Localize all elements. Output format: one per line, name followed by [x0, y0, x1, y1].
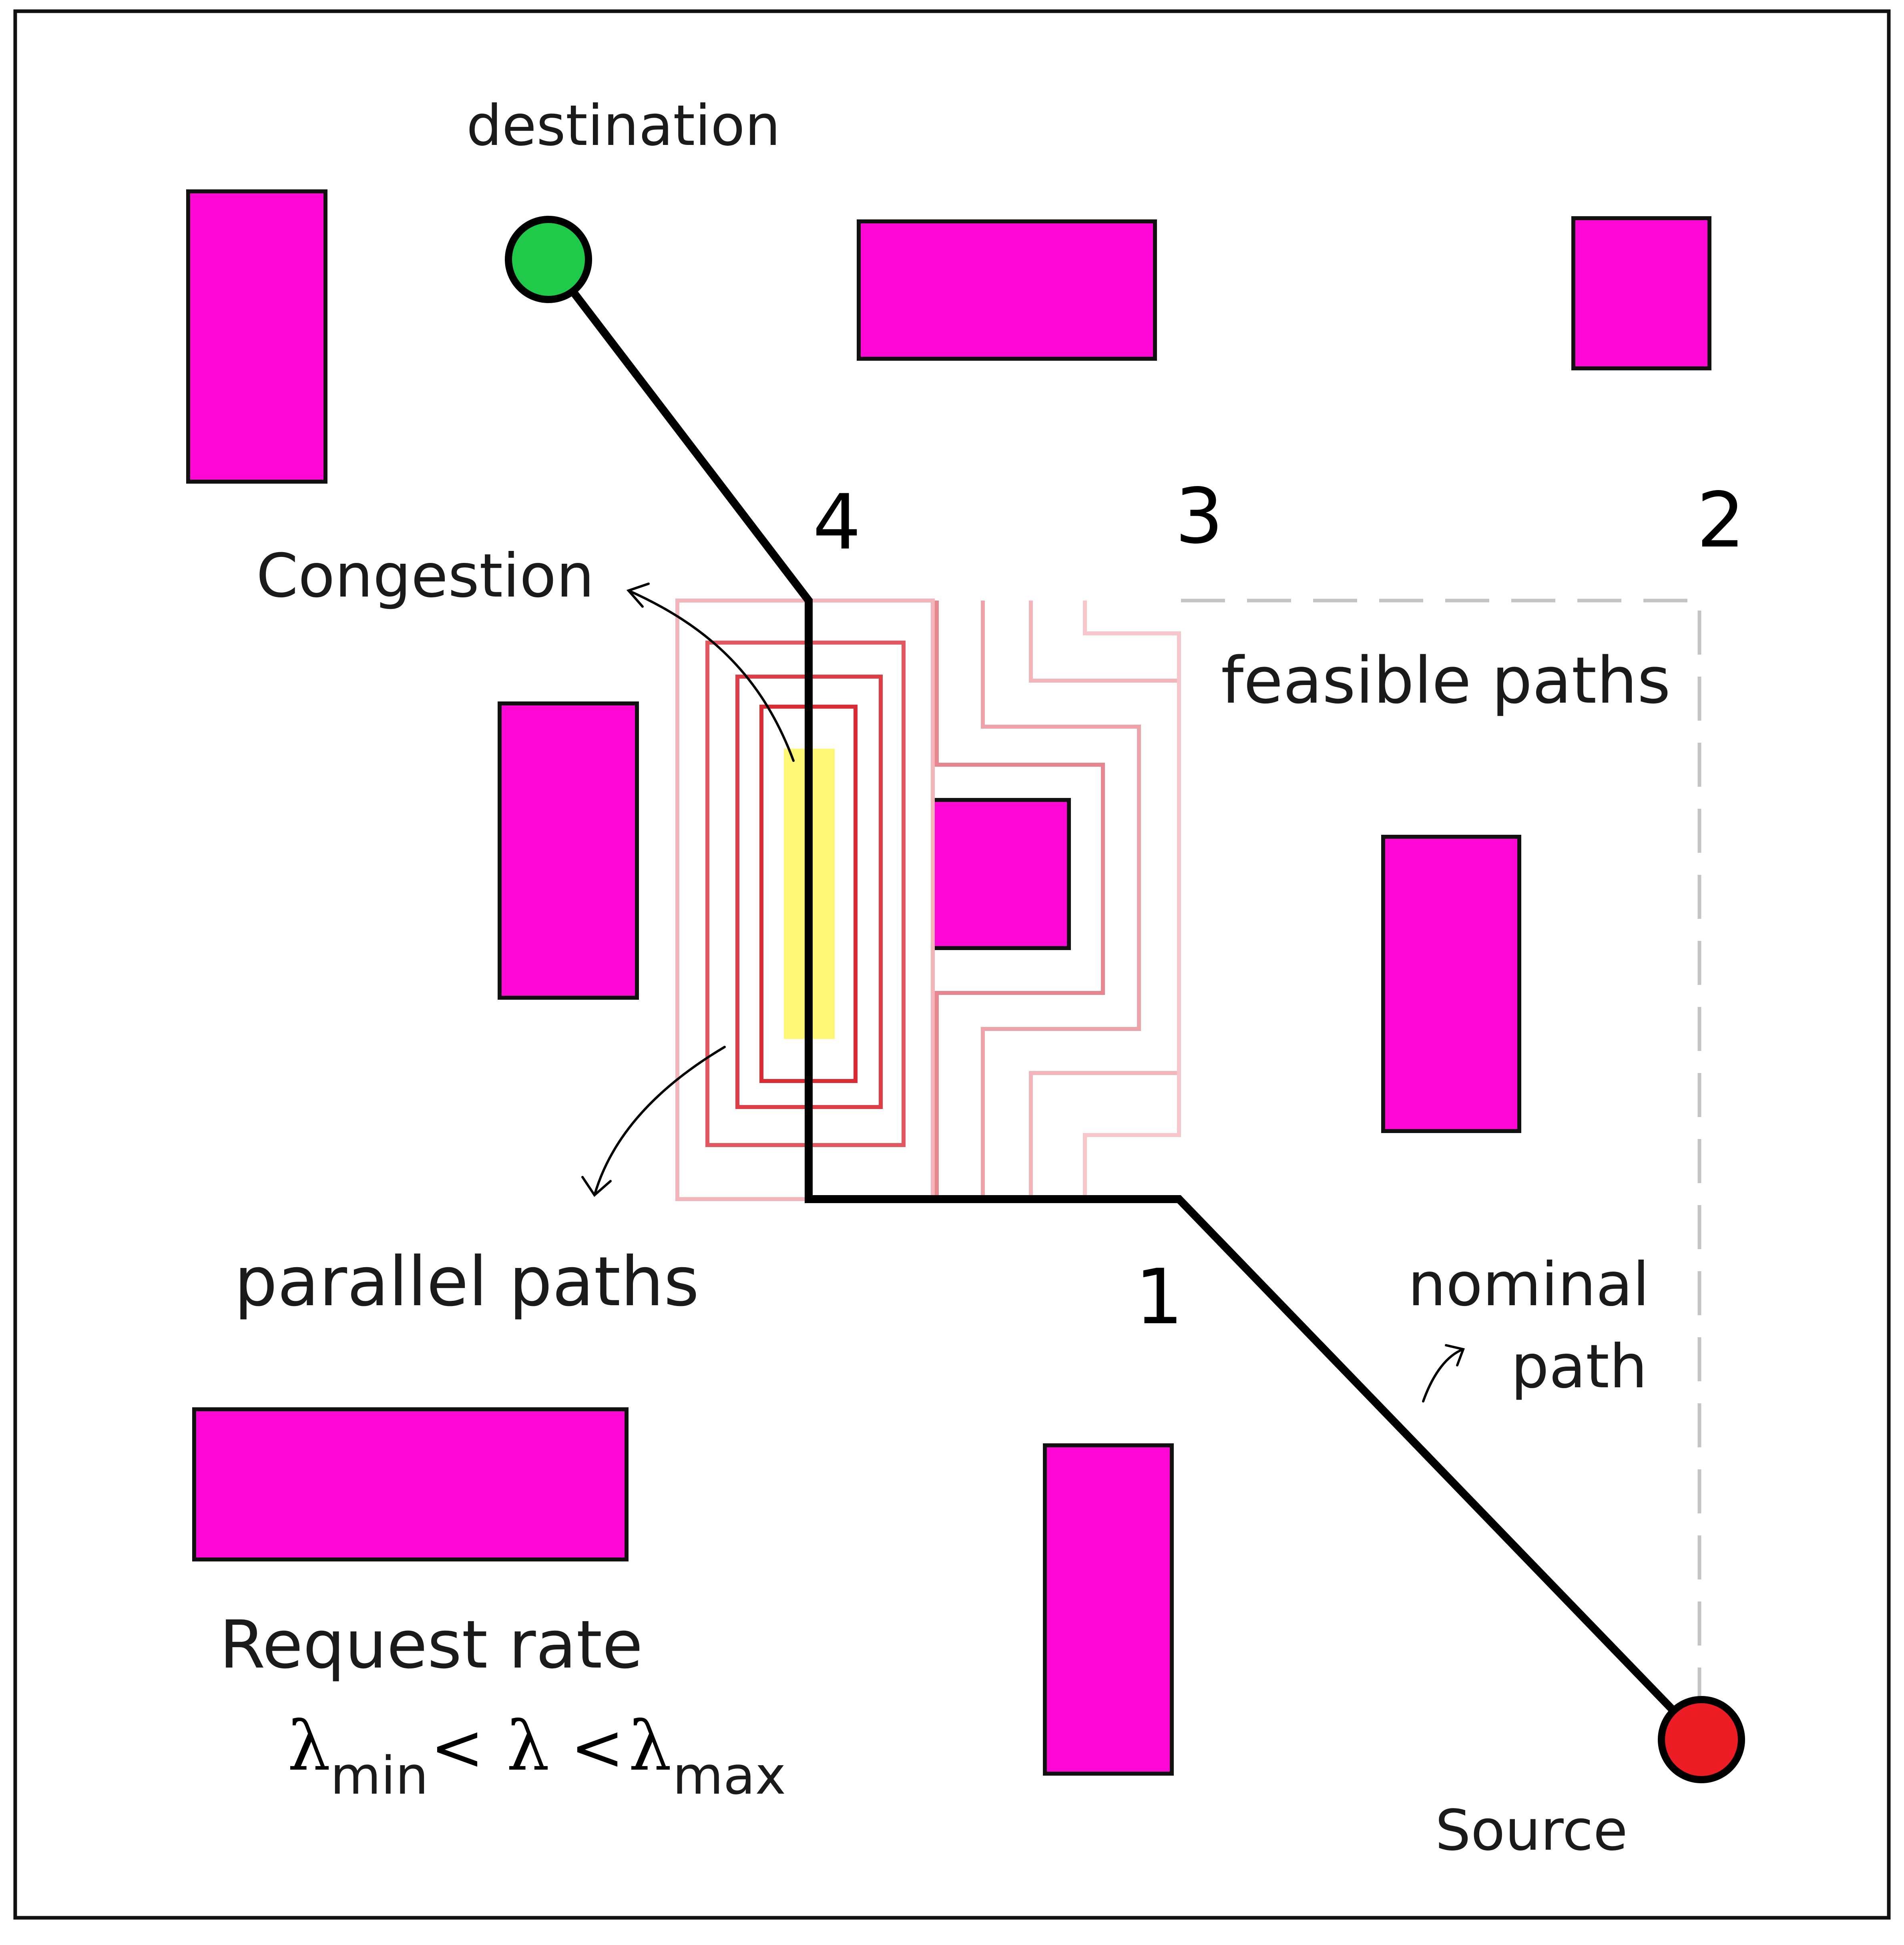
region-number-3: 3 [1175, 472, 1223, 561]
feasible-paths-label: feasible paths [1221, 643, 1671, 718]
obstacle [192, 1407, 629, 1561]
lambda-symbol: λ [506, 1707, 550, 1786]
nominal-path [545, 257, 1705, 1742]
congestion-arrowhead [626, 583, 650, 608]
lambda-min-subscript: min [330, 1745, 428, 1806]
feasible-path [981, 601, 1141, 1197]
region-number-2: 2 [1697, 476, 1745, 565]
nominal-path-arrowhead [1445, 1344, 1465, 1366]
feasible-path [1083, 601, 1181, 1197]
nominal-path-arrow [1422, 1348, 1464, 1402]
congestion-arrow [627, 589, 795, 762]
nominal-label-line2: path [1511, 1332, 1647, 1402]
less-than-2: < [570, 1710, 624, 1785]
parallel-paths-arrowhead [581, 1176, 612, 1197]
lambda-min-symbol: λ [287, 1707, 331, 1786]
congestion-label: Congestion [256, 541, 594, 611]
destination-label: destination [466, 93, 780, 159]
request-rate-label: Request rate [219, 1606, 643, 1683]
obstacle [857, 219, 1157, 361]
region-number-1: 1 [1135, 1253, 1183, 1341]
region-number-4: 4 [813, 478, 861, 567]
parallel-path [675, 599, 809, 1201]
obstacle [186, 189, 327, 484]
feasible-path [935, 601, 1105, 1197]
annotation-arrows [581, 583, 1465, 1402]
source-node [1658, 1696, 1745, 1783]
parallel-paths-arrow [593, 1046, 726, 1196]
parallel-paths-label: parallel paths [234, 1242, 699, 1322]
lambda-max-subscript: max [673, 1745, 786, 1806]
feasible-region-boundary [1181, 599, 1701, 1738]
obstacles [186, 189, 1711, 1776]
obstacle [498, 701, 639, 1000]
source-label: Source [1435, 1798, 1628, 1863]
destination-node [505, 216, 592, 303]
obstacle [1571, 216, 1711, 370]
obstacle [931, 798, 1071, 950]
feasible-paths [935, 601, 1181, 1197]
lambda-max-symbol: λ [629, 1707, 672, 1786]
obstacle [1043, 1443, 1174, 1776]
nominal-label-line1: nominal [1408, 1250, 1649, 1320]
obstacle [1381, 835, 1521, 1133]
less-than-1: < [430, 1710, 484, 1785]
request-rate-inequality: λ min < λ < λ max [287, 1707, 786, 1806]
